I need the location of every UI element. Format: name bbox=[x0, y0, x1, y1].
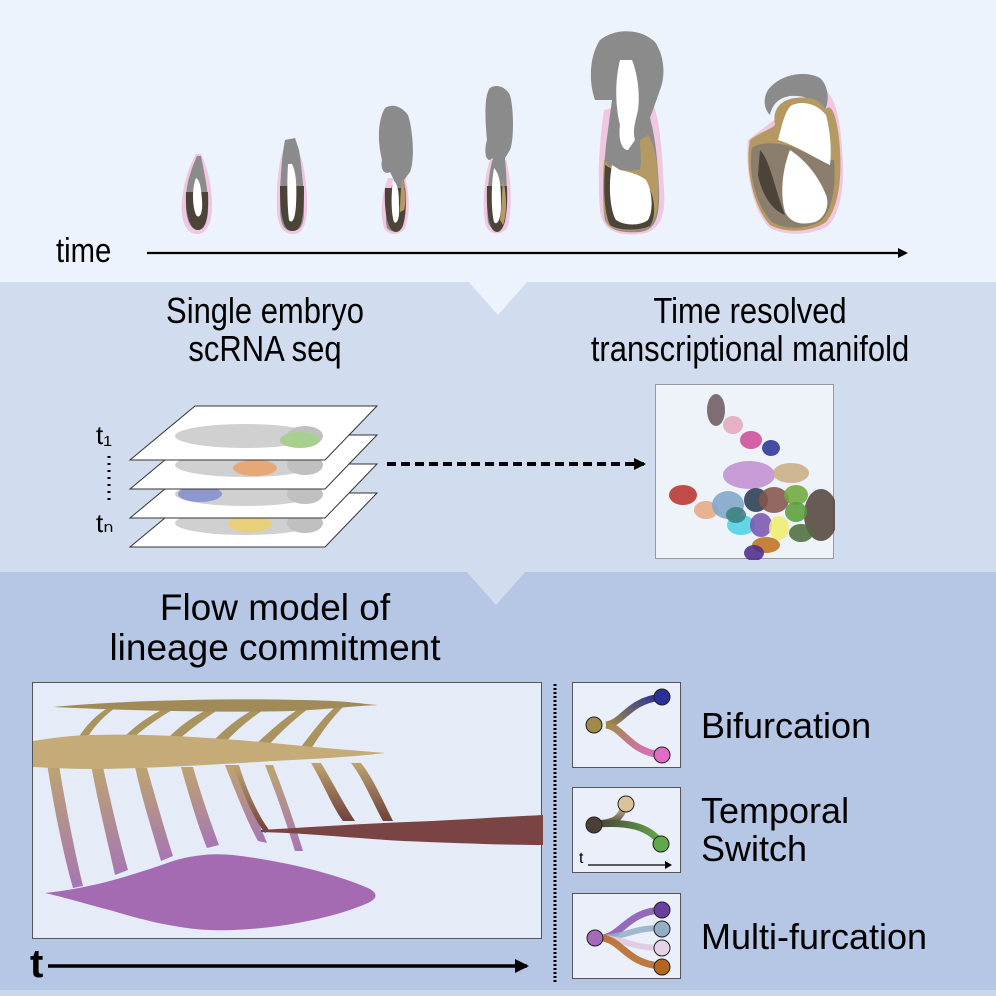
flow-diagram bbox=[32, 682, 543, 939]
scrna-title: Single embryo scRNA seq bbox=[123, 292, 407, 368]
manifold-cluster bbox=[784, 485, 808, 505]
maroon-lineage-stream bbox=[261, 815, 543, 845]
temporal-switch-icon: t bbox=[572, 787, 681, 873]
panel-pointer-1 bbox=[468, 281, 528, 315]
manifold-cluster bbox=[740, 431, 762, 449]
connector bbox=[233, 765, 269, 833]
embryo-stage-2 bbox=[276, 138, 307, 234]
embryo-stage-1 bbox=[181, 154, 213, 234]
flow-streams bbox=[33, 699, 543, 931]
manifold-cluster bbox=[744, 545, 764, 560]
connector bbox=[135, 767, 173, 861]
connector bbox=[168, 705, 226, 740]
upper-connectors bbox=[78, 705, 343, 749]
manifold-cluster bbox=[769, 516, 789, 540]
manifold-cluster bbox=[707, 394, 725, 426]
maroon-connectors bbox=[233, 763, 393, 833]
manifold-title-line1: Time resolved bbox=[653, 290, 847, 331]
connector bbox=[47, 763, 83, 888]
manifold-cluster bbox=[723, 461, 775, 489]
flow-time-axis-label: t bbox=[30, 942, 44, 986]
bifurcation-label: Bifurcation bbox=[701, 705, 872, 746]
time-last-label: tₙ bbox=[96, 508, 114, 538]
purple-lineage-stream bbox=[45, 854, 376, 931]
panel-pointer-2 bbox=[466, 571, 526, 605]
connector bbox=[255, 705, 313, 747]
manifold-cluster bbox=[789, 524, 813, 542]
embryo-stage-4 bbox=[483, 86, 513, 234]
connector bbox=[311, 763, 355, 821]
flow-title-line2: lineage commitment bbox=[109, 627, 441, 668]
manifold-cluster bbox=[804, 489, 835, 541]
manifold-cluster bbox=[723, 416, 743, 434]
temporal-switch-label-line1: Temporal bbox=[701, 790, 850, 831]
scrna-title-line2: scRNA seq bbox=[188, 328, 342, 369]
connector bbox=[181, 767, 219, 848]
top-lineage-stream bbox=[53, 699, 378, 712]
multifurcation-icon bbox=[572, 893, 681, 979]
embryo-stage-3 bbox=[378, 105, 413, 234]
connector bbox=[78, 705, 119, 738]
manifold-clusters bbox=[669, 394, 835, 560]
flow-title-line1: Flow model of bbox=[159, 587, 391, 628]
manifold-cluster bbox=[785, 502, 807, 522]
temporal-switch-axis-label: t bbox=[579, 850, 584, 867]
scrna-title-line1: Single embryo bbox=[166, 290, 364, 331]
connector bbox=[265, 765, 303, 851]
connector bbox=[225, 765, 267, 843]
manifold-cluster bbox=[694, 501, 718, 519]
time-first-label: t₁ bbox=[96, 420, 112, 450]
main-lineage-stream bbox=[33, 734, 385, 769]
flow-model-title: Flow model of lineage commitment bbox=[40, 588, 510, 668]
manifold-title: Time resolved transcriptional manifold bbox=[535, 292, 965, 368]
temporal-switch-label-line2: Switch bbox=[701, 828, 808, 869]
manifold-cluster bbox=[762, 440, 780, 456]
connector bbox=[213, 705, 271, 743]
temporal-switch-label: Temporal Switch bbox=[701, 792, 849, 868]
manifold-cluster bbox=[726, 507, 746, 523]
manifold-cluster bbox=[773, 463, 809, 483]
manifold-scatter-plot bbox=[655, 384, 835, 560]
multifurcation-label: Multi-furcation bbox=[701, 916, 928, 957]
embryo-stage-6 bbox=[747, 74, 844, 234]
embryo-timeline-graphic bbox=[147, 31, 908, 258]
connector bbox=[351, 763, 393, 821]
bottom-strip bbox=[0, 990, 996, 996]
manifold-cluster bbox=[669, 485, 697, 505]
connector bbox=[91, 765, 128, 875]
connector bbox=[123, 705, 181, 738]
time-axis-label: time bbox=[56, 232, 112, 270]
manifold-cluster bbox=[759, 487, 789, 513]
bifurcation-icon bbox=[572, 682, 681, 768]
connector bbox=[301, 707, 343, 749]
manifold-cluster bbox=[750, 513, 772, 537]
embryo-stage-5 bbox=[590, 31, 665, 235]
manifold-title-line2: transcriptional manifold bbox=[590, 328, 910, 369]
